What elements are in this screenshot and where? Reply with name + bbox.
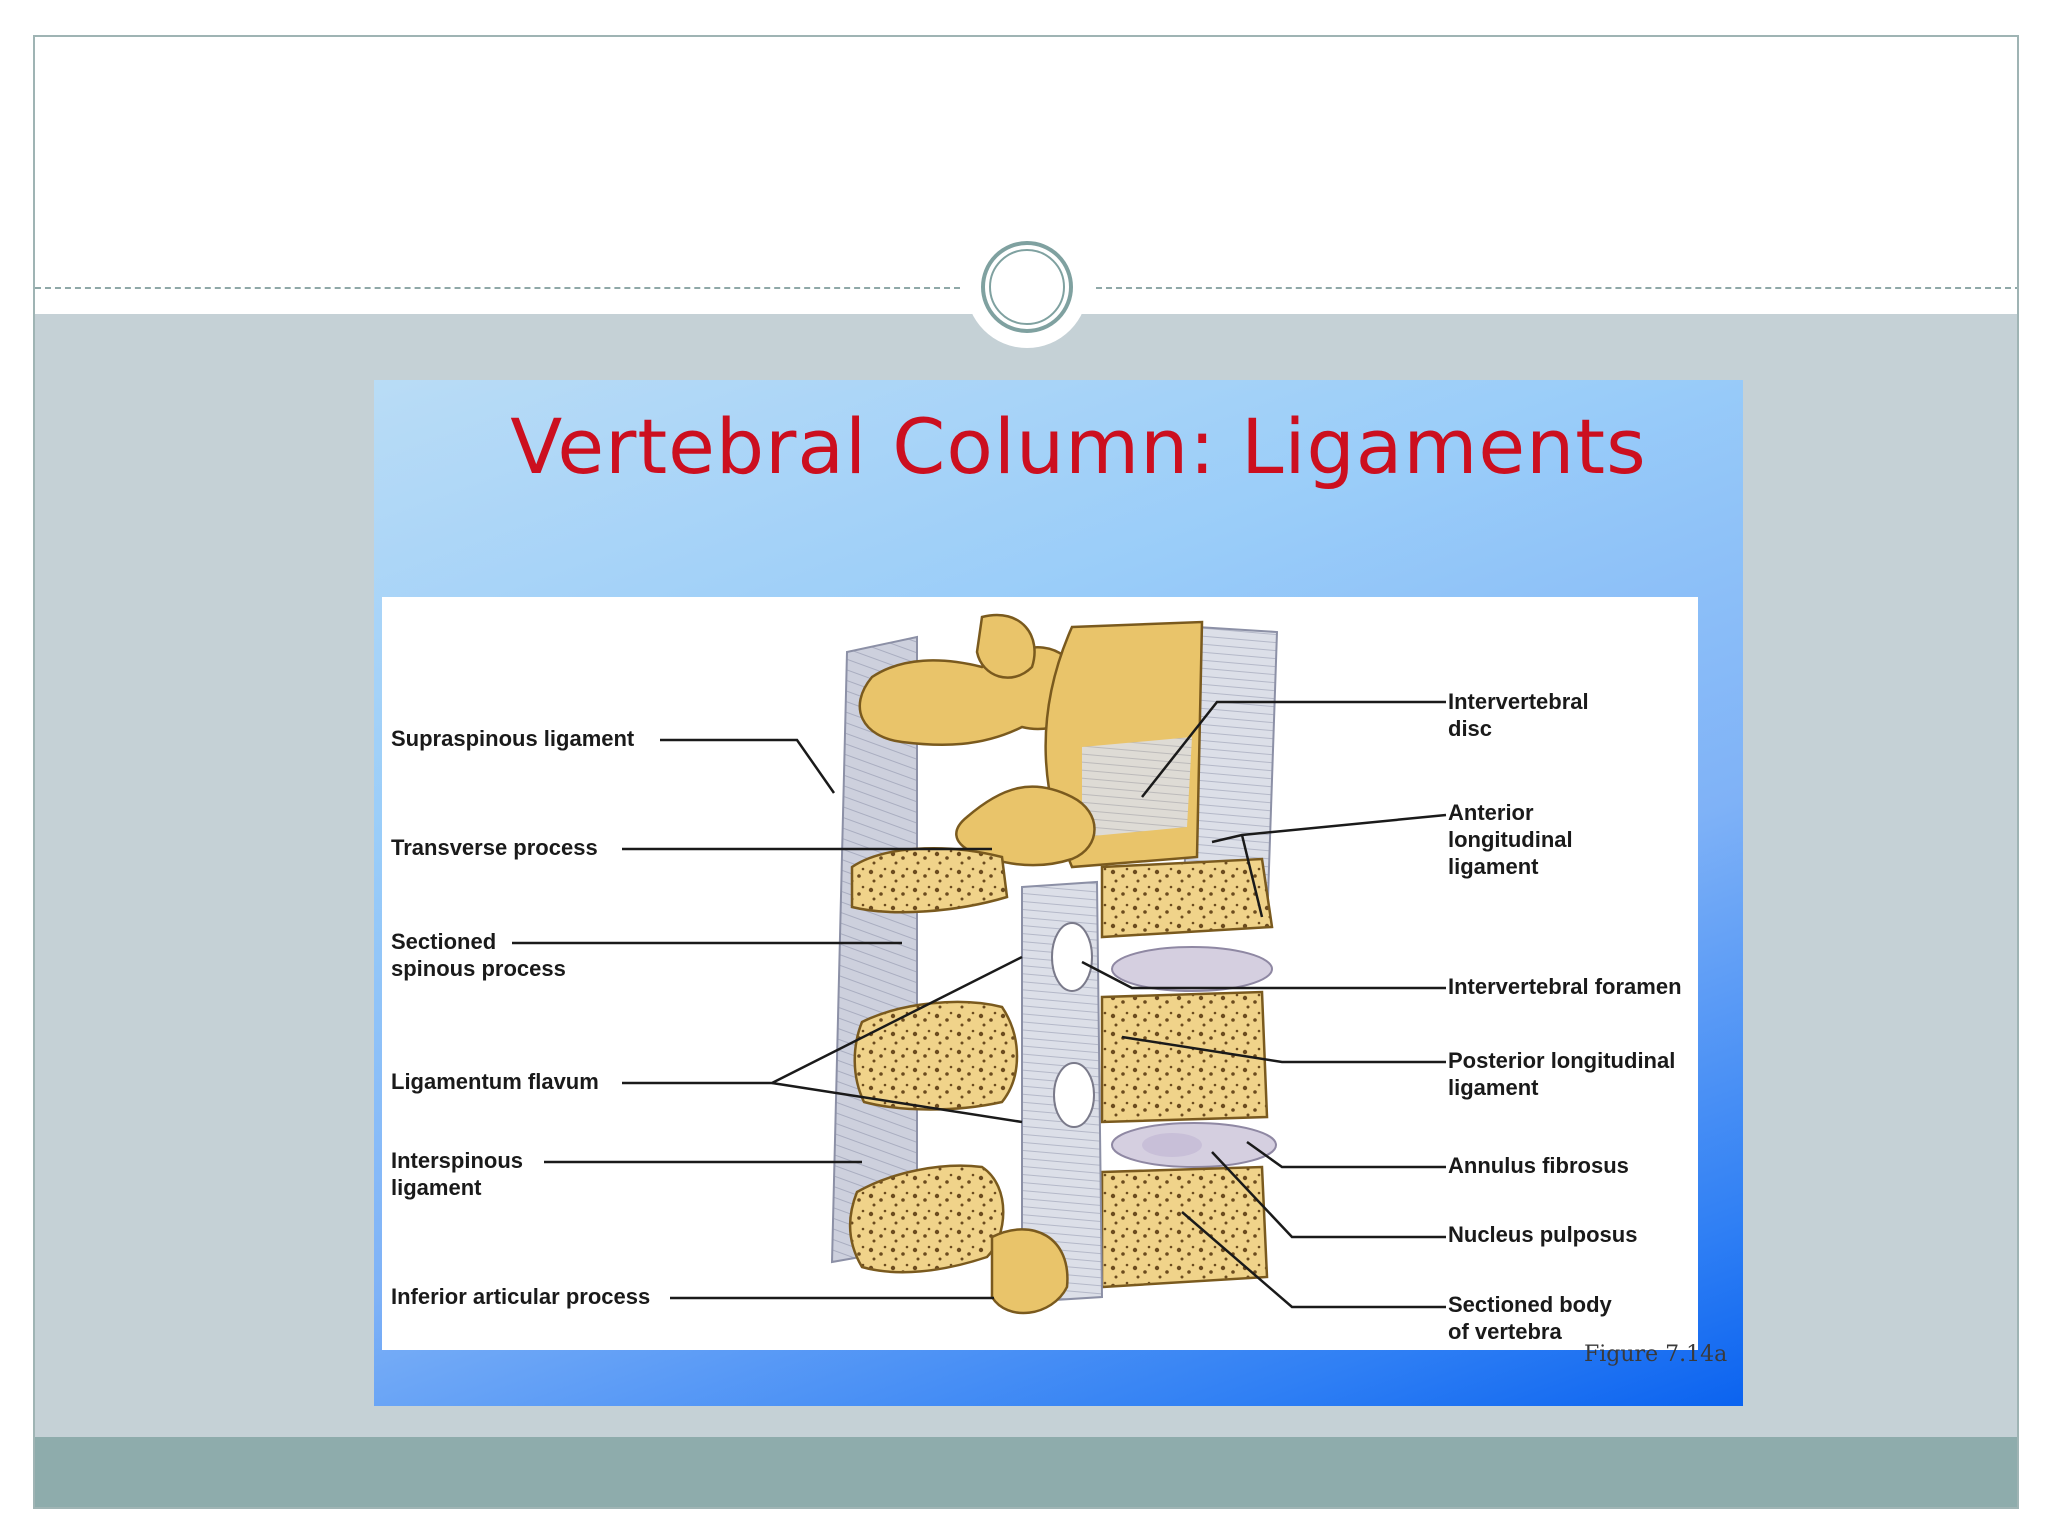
figure-panel: Vertebral Column: Ligaments: [374, 380, 1743, 1406]
anatomy-illustration: Supraspinous ligament Transverse process…: [382, 597, 1698, 1350]
figure-number: Figure 7.14a: [1584, 1342, 1728, 1367]
right-leader-lines: [1081, 700, 1447, 1309]
label-posterior-longitudinal-ligament: Posterior longitudinal ligament: [1448, 1048, 1676, 1100]
foramen-2: [1053, 1062, 1095, 1128]
label-transverse-process: Transverse process: [391, 835, 598, 860]
lower-spinous-process-2: [848, 1164, 1005, 1274]
inferior-articular-shape: [990, 1228, 1069, 1315]
vertebral-body-1: [1100, 857, 1274, 939]
label-nucleus-pulposus: Nucleus pulposus: [1448, 1222, 1638, 1247]
label-supraspinous-ligament: Supraspinous ligament: [391, 726, 635, 751]
label-ligamentum-flavum: Ligamentum flavum: [391, 1069, 599, 1094]
lower-spinous-process-1: [853, 1000, 1019, 1111]
label-inferior-articular-process: Inferior articular process: [391, 1284, 651, 1309]
slide-footer: [35, 1437, 2017, 1507]
header-divider-left: [35, 287, 960, 289]
disc-1: [1111, 946, 1273, 992]
label-intervertebral-disc: Intervertebral disc: [1448, 689, 1589, 741]
label-intervertebral-foramen: Intervertebral foramen: [1448, 974, 1682, 999]
label-interspinous-ligament: Interspinous ligament: [391, 1148, 524, 1200]
vertebral-column-drawing: [512, 613, 1447, 1315]
upper-disc-fibers: [1082, 737, 1192, 837]
upper-articular: [975, 613, 1036, 679]
nucleus-pulposus-shape: [1142, 1133, 1202, 1157]
sectioned-spinous-shape: [850, 847, 1009, 914]
slide-frame: Vertebral Column: Ligaments: [33, 35, 2019, 1509]
vertebral-body-2: [1100, 990, 1269, 1124]
foramen-1: [1051, 922, 1093, 992]
left-leader-lines: [512, 738, 1023, 1300]
figure-title: Vertebral Column: Ligaments: [510, 402, 1647, 491]
label-anterior-longitudinal-ligament: Anterior longitudinal ligament: [1448, 800, 1573, 879]
label-annulus-fibrosus: Annulus fibrosus: [1448, 1153, 1629, 1178]
circle-emblem-icon: [981, 241, 1073, 333]
label-sectioned-body-of-vertebra: Sectioned body of vertebra: [1448, 1292, 1612, 1344]
header-divider-right: [1096, 287, 2017, 289]
label-sectioned-spinous-process: Sectioned spinous process: [391, 929, 566, 981]
